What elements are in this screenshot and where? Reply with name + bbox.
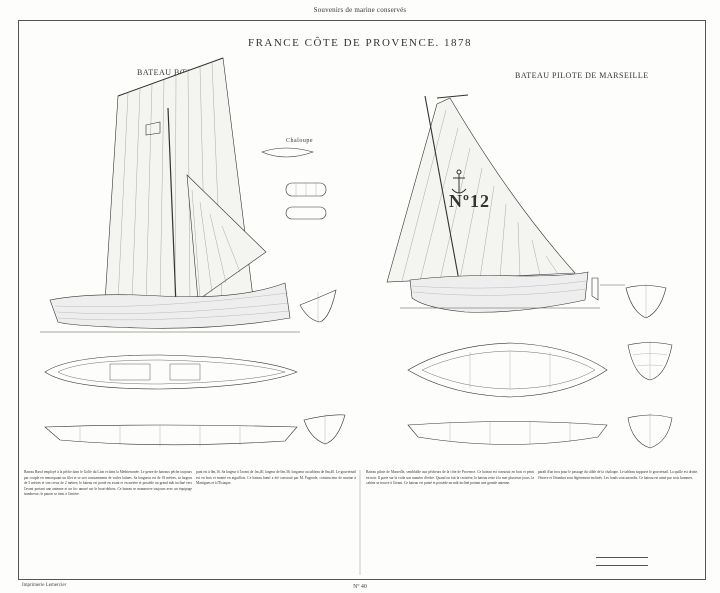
pilote-deck-plan: [407, 342, 608, 398]
signature-rule: [596, 557, 648, 558]
text-column-1: Bateau Bœuf employé à la pêche dans le G…: [24, 470, 192, 497]
text-column-3: Bateau pilote de Marseille, semblable au…: [366, 470, 534, 486]
boeuf-sail-plan: [40, 57, 300, 333]
pilote-sail-plan: [386, 94, 625, 313]
boeuf-deck-plan: [44, 354, 298, 390]
printer-credit: Imprimerie Lemercier: [22, 583, 67, 588]
sail-number: Nº12: [449, 191, 490, 211]
text-column-4: paraît d'un trou pour le passage du câbl…: [538, 470, 698, 480]
pilote-half-breadth: [407, 421, 608, 445]
plate-title: FRANCE CÔTE DE PROVENCE. 1878: [247, 37, 473, 49]
chaloupe-side: [261, 147, 314, 158]
boeuf-section-2: [303, 414, 346, 445]
series-header: Souvenirs de marine conservés: [313, 6, 407, 14]
text-column-2: pont est à 0m,16. Sa largeur à l'avant d…: [196, 470, 356, 486]
bateau-pilote-label: BATEAU PILOTE DE MARSEILLE: [515, 71, 649, 80]
plate-frame: [18, 20, 706, 580]
bateau-boeuf-label: BATEAU BŒUF: [137, 68, 199, 77]
chaloupe-label: Chaloupe: [286, 138, 313, 144]
plate-number: Nº 40: [353, 584, 367, 590]
pilote-section-1: [625, 285, 667, 319]
boeuf-half-breadth: [44, 424, 298, 446]
signature-rule-2: [596, 565, 648, 566]
